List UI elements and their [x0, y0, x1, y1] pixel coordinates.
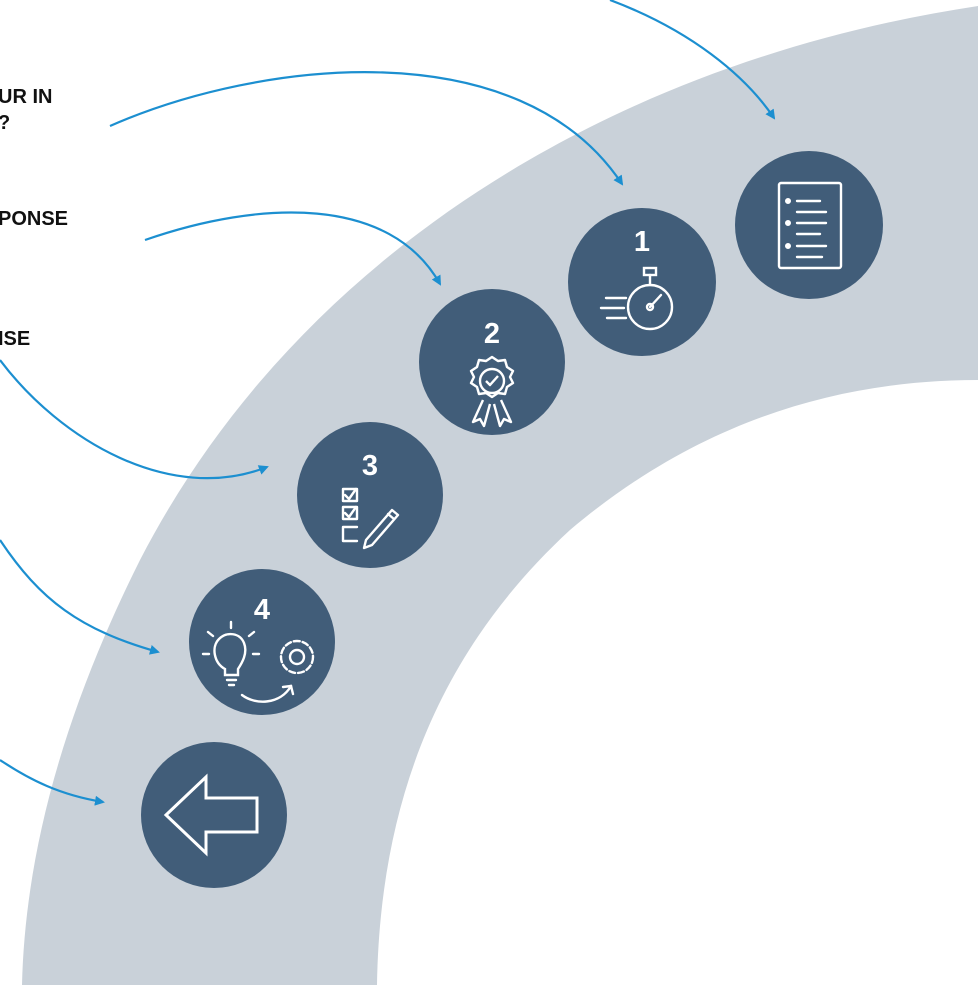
step-3-number: 3	[362, 450, 378, 482]
step-1-number: 1	[634, 226, 650, 258]
arrow-left-icon	[163, 773, 259, 857]
step-2-node[interactable]: 2	[419, 289, 565, 435]
document-list-icon	[777, 181, 843, 270]
step-3-node[interactable]: 3	[297, 422, 443, 568]
label-question: UR IN ?	[0, 86, 53, 134]
step-4-number: 4	[254, 594, 270, 626]
label-response-2: ISE	[0, 328, 31, 350]
step-2-number: 2	[484, 318, 500, 350]
curved-band	[22, 6, 978, 985]
step-1-node[interactable]: 1	[568, 208, 716, 356]
connector-top	[609, 0, 776, 120]
back-node[interactable]	[141, 742, 287, 888]
award-badge-icon	[469, 355, 515, 428]
connector-4	[0, 539, 160, 655]
connector-1	[109, 71, 624, 186]
step-4-node[interactable]: 4	[189, 569, 335, 715]
label-response: PONSE	[0, 208, 69, 230]
lightbulb-gear-icon	[201, 620, 315, 703]
connector-2	[144, 211, 441, 286]
document-node[interactable]	[735, 151, 883, 299]
connector-3	[0, 359, 269, 480]
stopwatch-icon	[599, 266, 674, 331]
checklist-pen-icon	[341, 487, 400, 550]
connector-5	[0, 759, 105, 806]
